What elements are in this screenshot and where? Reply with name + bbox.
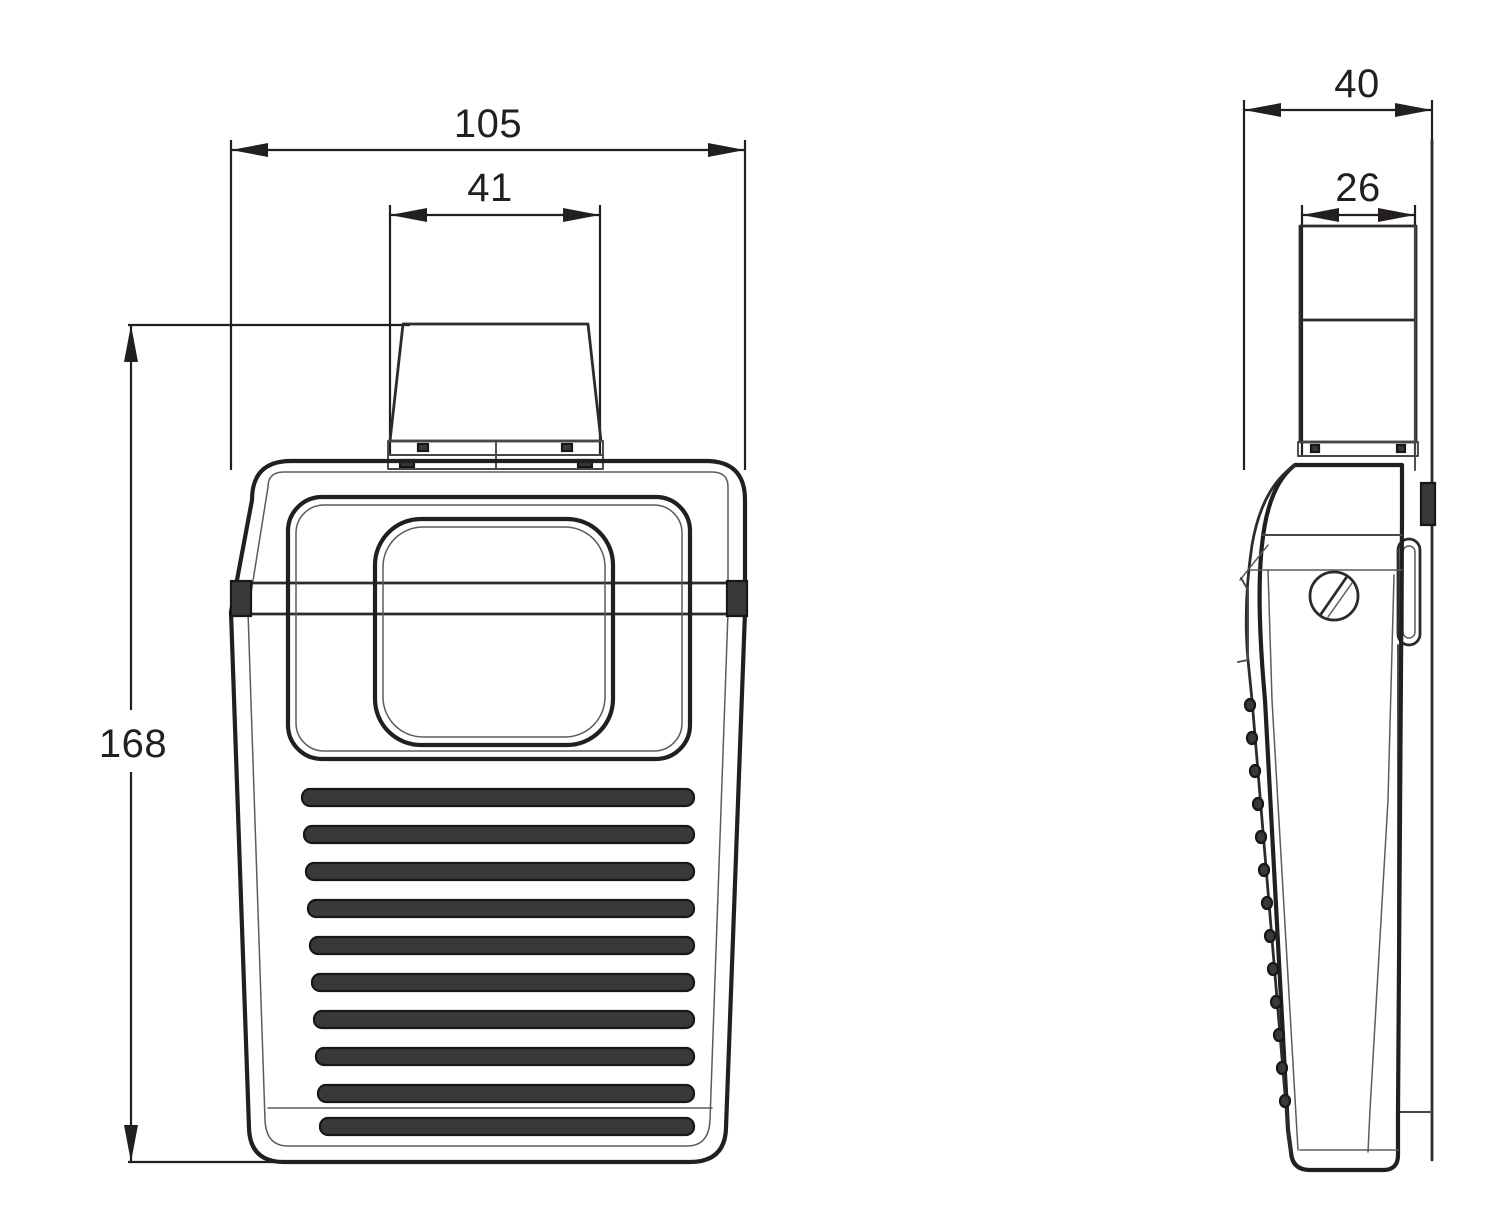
- arrowhead-top-168: [124, 325, 138, 362]
- upper-bezel-inner-offset: [295, 504, 683, 752]
- grille-slot: [310, 972, 696, 993]
- side-shoulder-chamfer: [1239, 544, 1269, 581]
- display-window-inner-offset: [382, 526, 606, 738]
- grille-slot: [300, 787, 696, 808]
- grip-bumps: [1243, 697, 1292, 1109]
- dim-label-antenna-width: 41: [467, 166, 513, 210]
- side-body-outline: [1257, 462, 1405, 1173]
- side-inner-taper-left: [1267, 569, 1299, 1151]
- parting-band-cap-right: [725, 579, 749, 618]
- grille-slot: [314, 1046, 696, 1067]
- grille-slot: [304, 861, 696, 882]
- screw-head-circle: [1308, 570, 1360, 622]
- upper-bezel-outline: [285, 494, 693, 762]
- belt-clip-spring-slot-inner: [1402, 545, 1416, 639]
- display-window-outline: [372, 516, 616, 748]
- dimension-antenna-width: 41: [390, 166, 600, 222]
- arrowhead-right-26: [1378, 208, 1415, 222]
- grip-bump: [1266, 961, 1280, 977]
- dim-label-overall-height: 168: [99, 722, 167, 766]
- grip-bump: [1269, 994, 1283, 1010]
- arrowhead-bottom-168: [124, 1125, 138, 1162]
- antenna-block-side: [1297, 224, 1419, 457]
- grip-bump: [1257, 862, 1271, 878]
- grip-bump: [1278, 1093, 1292, 1109]
- antenna-shaft-side: [1298, 224, 1418, 322]
- grip-bump: [1254, 829, 1268, 845]
- display-window: [372, 516, 616, 748]
- arrowhead-left-105: [231, 143, 268, 157]
- upper-bezel: [285, 494, 693, 762]
- grip-bump: [1263, 928, 1277, 944]
- antenna-tab-left-side: [1309, 443, 1321, 454]
- antenna-tab-left: [416, 442, 430, 453]
- grip-bump: [1251, 796, 1265, 812]
- antenna-tab-right-side: [1395, 443, 1407, 454]
- antenna-base-band-side: [1297, 441, 1419, 457]
- side-view: 40 26: [1237, 62, 1437, 1173]
- arrowhead-right-105: [708, 143, 745, 157]
- grille-slot: [308, 935, 696, 956]
- belt-clip-detent: [1419, 481, 1437, 527]
- grille-slot: [318, 1116, 696, 1137]
- dimension-overall-width: 105: [231, 102, 745, 157]
- grip-bump: [1275, 1060, 1289, 1076]
- tapered-body-side: [1237, 462, 1405, 1173]
- parting-band-cap-left: [229, 579, 253, 618]
- antenna-upper-box-side: [1298, 318, 1418, 444]
- grip-bump: [1272, 1027, 1286, 1043]
- dim-label-backing-168: [92, 710, 174, 772]
- dimension-overall-height: 168: [92, 325, 174, 1162]
- screw-slot-line-a: [1319, 576, 1348, 616]
- front-body-shell: [228, 458, 749, 1165]
- front-view: 105 41 168: [92, 102, 749, 1165]
- antenna-block: [387, 322, 604, 470]
- dimension-overall-depth: 40: [1244, 62, 1432, 117]
- belt-clip-spring-slot: [1396, 537, 1422, 647]
- front-housing-inner-offset: [247, 471, 729, 1147]
- screw-slot-line-b: [1327, 582, 1353, 618]
- antenna-trapezoid-outline: [388, 322, 603, 443]
- dimension-antenna-depth: 26: [1302, 166, 1415, 222]
- dim-extension-lines-side: [1242, 100, 1434, 470]
- grip-bump: [1245, 730, 1259, 746]
- dim-label-overall-width: 105: [454, 102, 522, 146]
- grip-bump: [1260, 895, 1274, 911]
- arrowhead-left-40: [1244, 103, 1281, 117]
- grille-slot: [316, 1083, 696, 1104]
- grille-slot: [302, 824, 696, 845]
- grille-slot: [306, 898, 696, 919]
- speaker-grille: [267, 787, 713, 1137]
- side-ledge-step: [1237, 577, 1249, 663]
- grip-bump: [1243, 697, 1257, 713]
- grip-bump: [1248, 763, 1262, 779]
- arrowhead-left-26: [1302, 208, 1339, 222]
- dim-extension-lines-front: [128, 140, 747, 1164]
- dim-label-antenna-depth: 26: [1335, 166, 1381, 210]
- dim-label-overall-depth: 40: [1334, 62, 1380, 106]
- arrowhead-right-41: [563, 208, 600, 222]
- arrowhead-left-41: [390, 208, 427, 222]
- grille-slot: [312, 1009, 696, 1030]
- arrowhead-right-40: [1395, 103, 1432, 117]
- antenna-tab-right: [560, 442, 574, 453]
- side-inner-taper-right: [1367, 574, 1395, 1153]
